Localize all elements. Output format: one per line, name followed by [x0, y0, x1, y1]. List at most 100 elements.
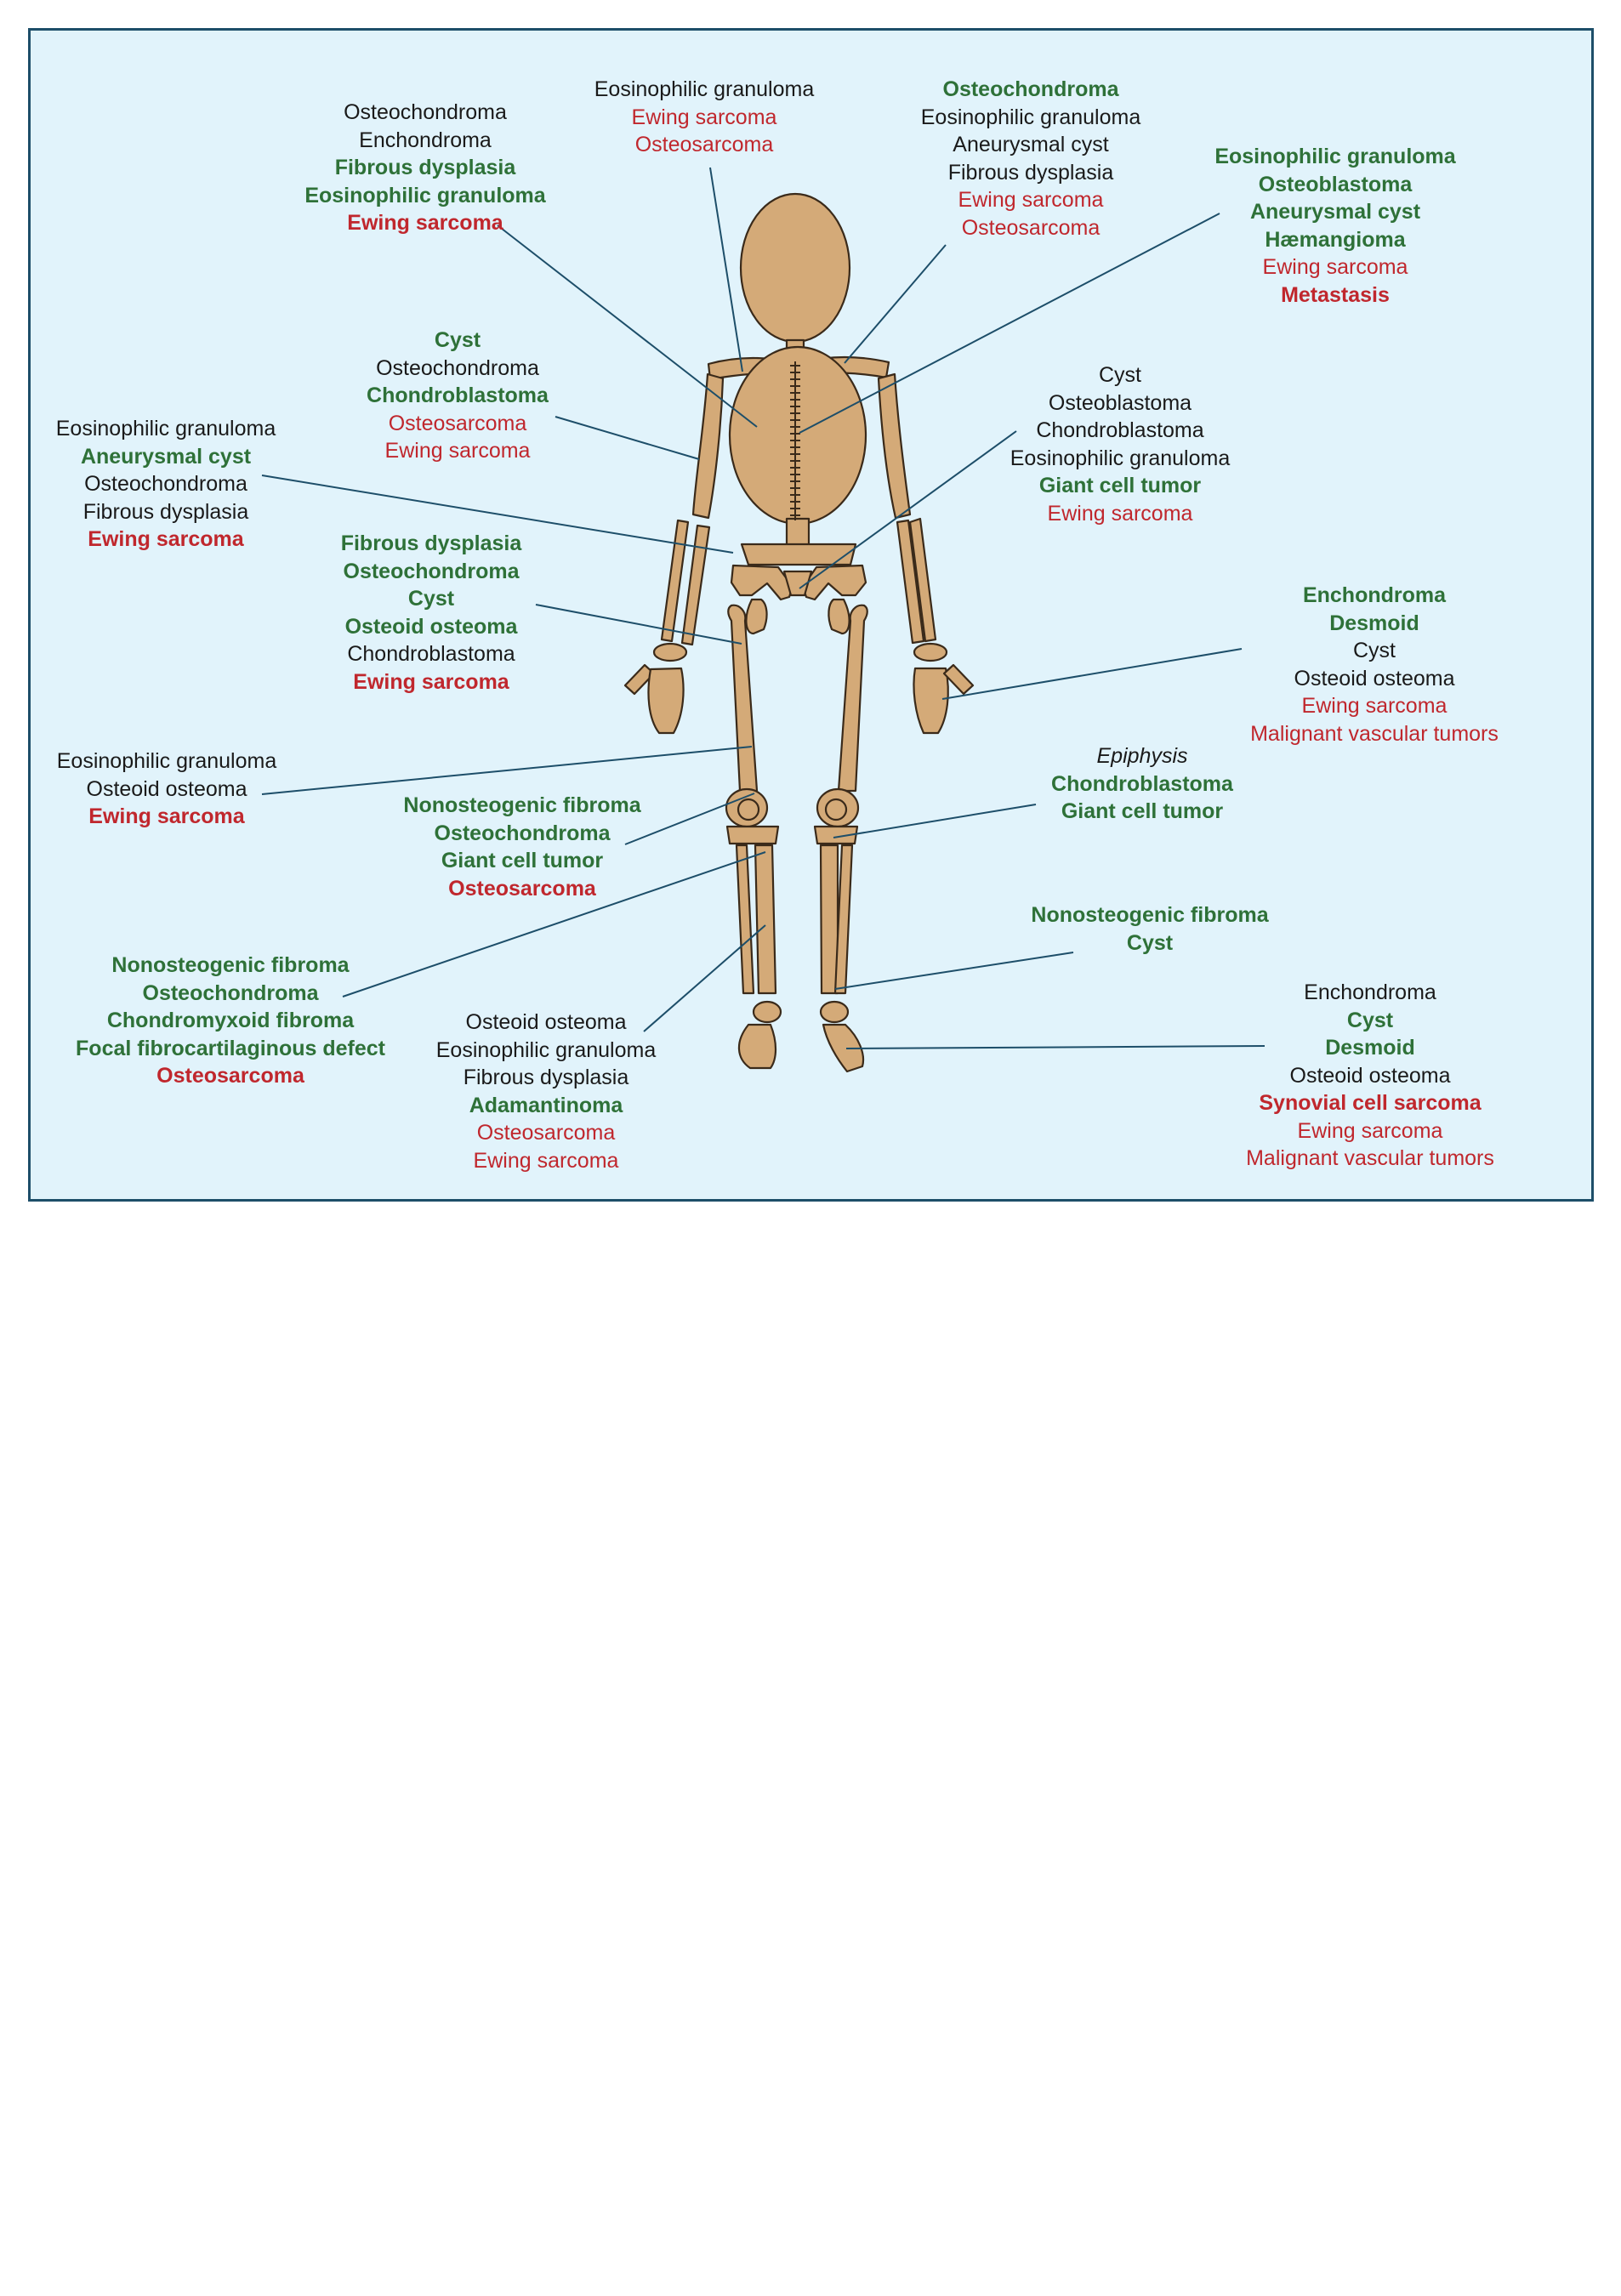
diagnosis-text: Aneurysmal cyst — [953, 133, 1109, 156]
diagnosis-text: Ewing sarcoma — [1047, 501, 1193, 526]
diagnosis-text: Eosinophilic granuloma — [594, 77, 815, 101]
right-foot — [822, 1023, 865, 1073]
diagnosis-text: Malignant vascular tumors — [1246, 1146, 1494, 1170]
left-fibula — [735, 844, 755, 995]
diagnosis-text: Giant cell tumor — [441, 849, 604, 872]
right-patella — [824, 798, 848, 821]
diagnosis-text: Desmoid — [1329, 611, 1419, 635]
lumbar-spine — [785, 517, 810, 548]
right-fibula — [833, 844, 854, 995]
diagnosis-text: Chondroblastoma — [347, 642, 515, 666]
pelvis — [740, 543, 857, 566]
right-ilium — [801, 564, 867, 601]
diagnosis-text: Fibrous dysplasia — [947, 160, 1114, 185]
diagnosis-text: Eosinophilic granuloma — [56, 749, 277, 773]
diagnosis-text: Nonosteogenic fibroma — [111, 953, 350, 977]
diagnosis-text: Desmoid — [1325, 1036, 1415, 1060]
diagnosis-text: Osteoid osteoma — [86, 776, 247, 801]
diagnosis-text: Osteosarcoma — [961, 215, 1101, 240]
diagnosis-text: Nonosteogenic fibroma — [1031, 903, 1269, 927]
diagnosis-text: Fibrous dysplasia — [340, 531, 522, 555]
right-tibia-head — [813, 825, 859, 845]
diagnosis-text: Eosinophilic granuloma — [55, 417, 276, 440]
diagnosis-text: Ewing sarcoma — [958, 188, 1104, 212]
diagnosis-text: Chondromyxoid fibroma — [106, 1009, 355, 1032]
diagnosis-text: Epiphysis — [1096, 744, 1188, 768]
diagnosis-text: Eosinophilic granuloma — [304, 183, 546, 207]
diagnosis-text: Hæmangioma — [1265, 227, 1406, 252]
diagnosis-text: Nonosteogenic fibroma — [403, 793, 641, 817]
left-patella — [737, 798, 760, 821]
left-hand — [647, 667, 685, 735]
diagnosis-text: Osteochondroma — [376, 355, 539, 380]
diagnosis-text: Ewing sarcoma — [353, 669, 509, 694]
left-ulna — [680, 524, 711, 646]
diagnosis-text: Ewing sarcoma — [1297, 1118, 1443, 1143]
diagnosis-text: Aneurysmal cyst — [80, 444, 252, 469]
diagnosis-text: Osteochondroma — [343, 559, 520, 583]
diagnosis-text: Enchondroma — [359, 128, 492, 152]
diagnosis-text: Aneurysmal cyst — [1249, 200, 1421, 224]
diagnosis-text: Ewing sarcoma — [88, 804, 245, 828]
diagnosis-text: Osteosarcoma — [476, 1121, 616, 1145]
diagnosis-text: Fibrous dysplasia — [463, 1066, 629, 1089]
left-ischium — [745, 598, 768, 635]
diagnosis-text: Ewing sarcoma — [473, 1148, 619, 1173]
diagnosis-text: Ewing sarcoma — [88, 527, 244, 551]
diagnosis-text: Osteochondroma — [142, 980, 319, 1005]
right-wrist — [913, 642, 948, 662]
diagnosis-text: Osteoid osteoma — [465, 1010, 627, 1034]
diagnosis-text: Ewing sarcoma — [384, 439, 531, 463]
left-tibia-head — [725, 825, 780, 845]
diagnosis-text: Chondroblastoma — [1036, 418, 1204, 442]
diagnosis-text: Osteochondroma — [344, 100, 507, 124]
diagnosis-text: Osteochondroma — [84, 472, 247, 496]
diagnosis-text: Osteoid osteoma — [344, 614, 518, 639]
diagnosis-text: Enchondroma — [1304, 980, 1436, 1004]
diagnosis-text: Cyst — [407, 587, 455, 611]
right-thumb — [942, 663, 975, 696]
right-ischium — [828, 598, 850, 635]
diagnosis-text: Chondroblastoma — [1051, 771, 1233, 796]
diagnosis-text: Osteoid osteoma — [1294, 666, 1455, 691]
diagnosis-text: Cyst — [1352, 639, 1396, 662]
diagnosis-text: Ewing sarcoma — [1262, 255, 1408, 279]
diagnosis-text: Cyst — [434, 328, 481, 352]
left-wrist — [652, 642, 688, 662]
left-radius — [660, 519, 690, 643]
diagnosis-text: Ewing sarcoma — [347, 211, 503, 235]
diagnosis-text: Ewing sarcoma — [631, 105, 777, 129]
sacrum — [782, 570, 813, 597]
diagnosis-text: Ewing sarcoma — [1301, 694, 1448, 718]
left-ankle — [752, 1000, 782, 1024]
left-foot — [737, 1023, 777, 1070]
diagnosis-text: Osteoblastoma — [1258, 172, 1413, 196]
diagnosis-text: Osteoblastoma — [1048, 390, 1192, 415]
diagnosis-text: Osteosarcoma — [634, 133, 774, 156]
skull — [739, 192, 851, 344]
left-tibia — [754, 844, 777, 995]
diagnosis-text: Giant cell tumor — [1038, 474, 1202, 497]
diagnosis-text: Giant cell tumor — [1061, 799, 1224, 823]
diagnosis-text: Enchondroma — [1302, 583, 1447, 607]
diagnosis-text: Cyst — [1098, 363, 1141, 387]
right-ankle — [819, 1000, 850, 1024]
skeleton-diagram — [261, 167, 1266, 1073]
diagnosis-text: Eosinophilic granuloma — [920, 105, 1141, 129]
left-humerus — [691, 372, 725, 520]
leader-lines — [261, 167, 1266, 1049]
right-humerus — [877, 372, 912, 520]
